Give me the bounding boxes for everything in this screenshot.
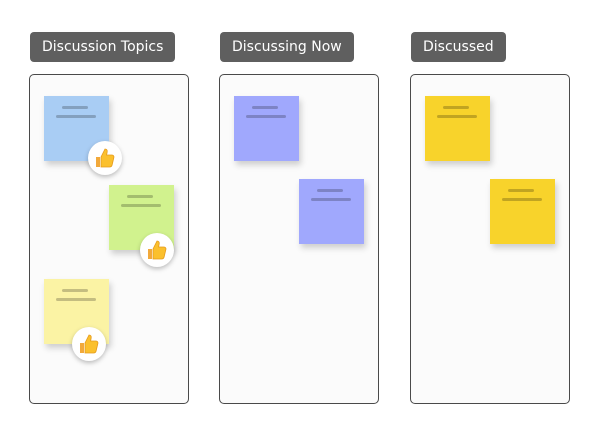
note-text-line (443, 106, 469, 109)
note-text-line (127, 195, 153, 198)
note-text-line (56, 115, 96, 118)
sticky-note[interactable] (299, 179, 364, 244)
thumbs-up-icon[interactable] (88, 141, 122, 175)
thumbs-up-icon[interactable] (140, 233, 174, 267)
note-text-line (317, 189, 343, 192)
column-discussing-now (219, 74, 379, 404)
column-header-discussion-topics[interactable]: Discussion Topics (30, 32, 176, 62)
sticky-note[interactable] (44, 96, 109, 161)
note-text-line (502, 198, 542, 201)
column-header-discussed[interactable]: Discussed (411, 32, 506, 62)
note-text-line (311, 198, 351, 201)
note-text-line (62, 106, 88, 109)
note-text-line (437, 115, 477, 118)
sticky-note[interactable] (234, 96, 299, 161)
note-text-line (252, 106, 278, 109)
column-header-discussing-now[interactable]: Discussing Now (220, 32, 354, 62)
column-discussed (410, 74, 570, 404)
note-text-line (246, 115, 286, 118)
note-text-line (56, 298, 96, 301)
note-text-line (121, 204, 161, 207)
sticky-note[interactable] (490, 179, 555, 244)
thumbs-up-icon[interactable] (72, 327, 106, 361)
note-text-line (62, 289, 88, 292)
sticky-note[interactable] (425, 96, 490, 161)
note-text-line (508, 189, 534, 192)
column-discussion-topics (29, 74, 189, 404)
